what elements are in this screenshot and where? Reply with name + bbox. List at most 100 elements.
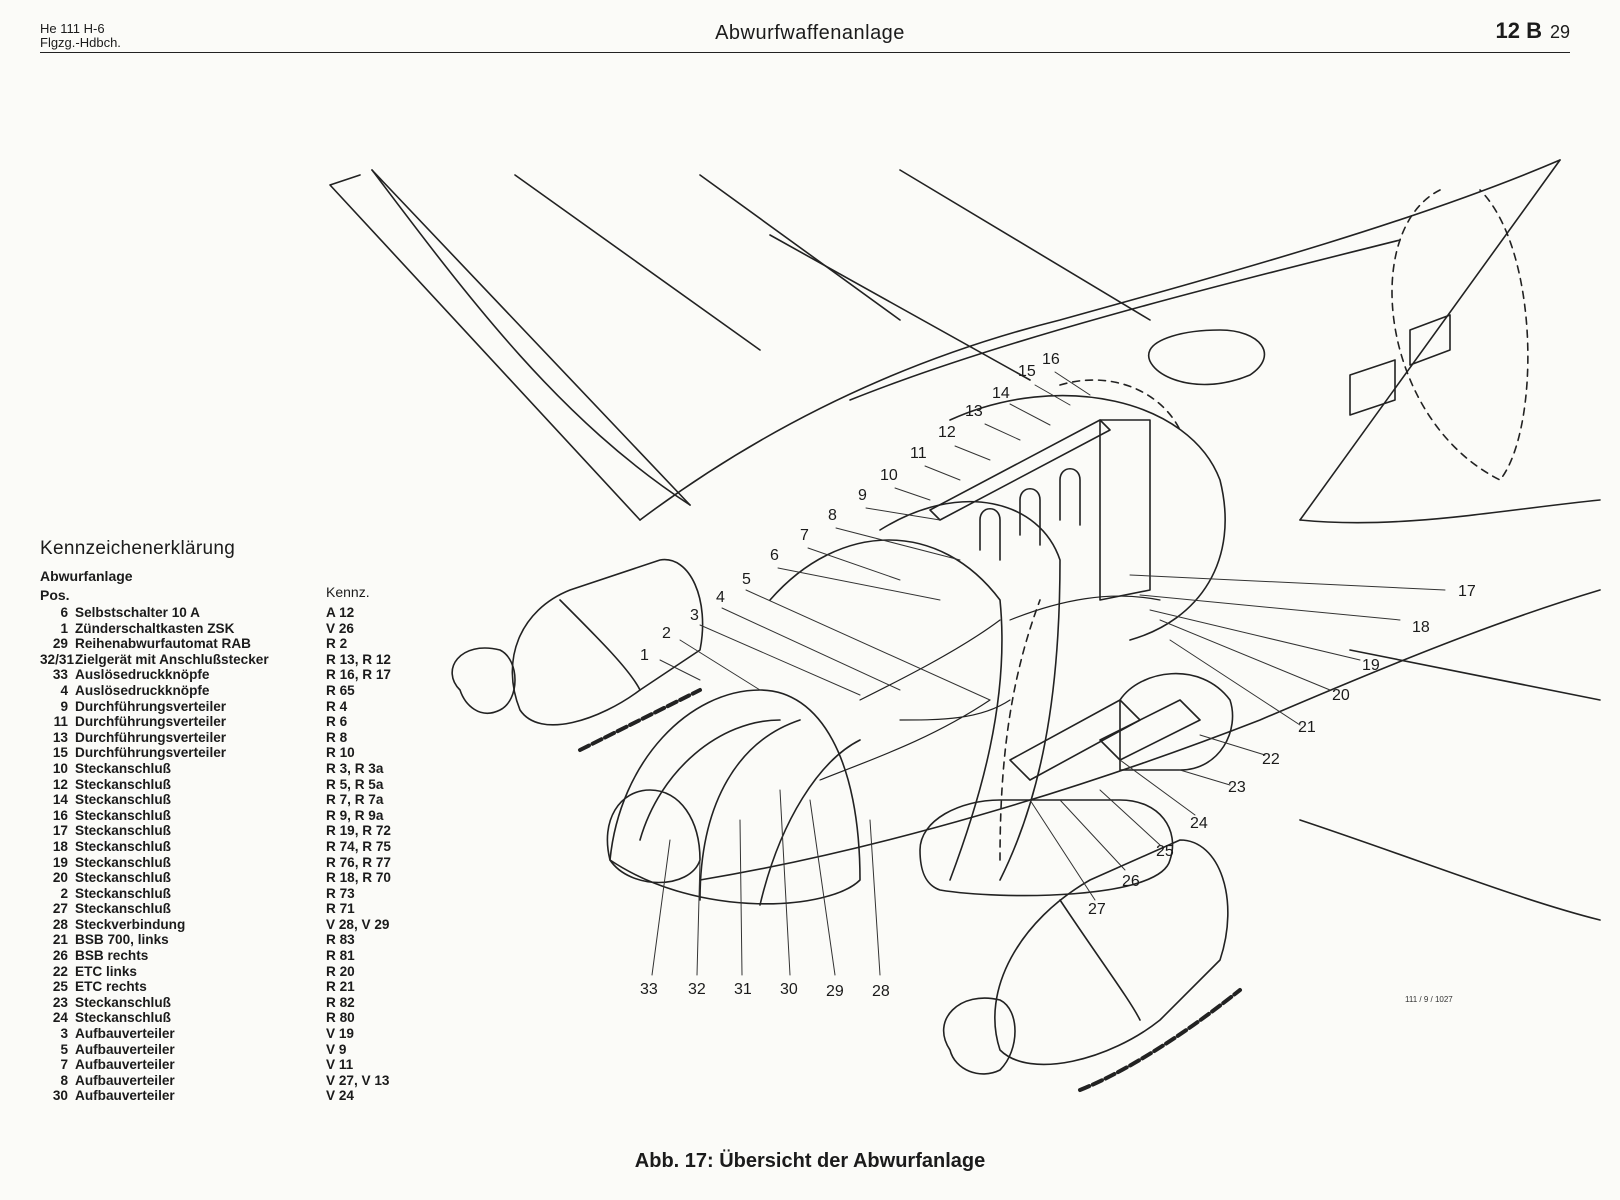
legend-pos: 7: [60, 1057, 68, 1073]
legend-pos: 26: [52, 948, 68, 964]
left-engine-nacelle: [511, 558, 704, 726]
legend-code: R 4: [326, 698, 348, 714]
legend-code: R 2: [326, 636, 348, 652]
legend-pos: 33: [52, 667, 68, 683]
callout-22: 22: [1262, 751, 1280, 768]
legend-description: Steckanschluß: [75, 776, 171, 792]
legend-description: Steckanschluß: [75, 854, 171, 870]
left-wing-flap-line: [514, 174, 901, 351]
callout-23: 23: [1228, 779, 1246, 796]
right-wing-root: [1299, 499, 1601, 524]
legend-code: V 9: [326, 1041, 347, 1057]
legend-description: Steckanschluß: [75, 885, 171, 901]
right-propeller-spinner: [943, 997, 1016, 1075]
callout-28: 28: [872, 983, 890, 1000]
legend-description: Aufbauverteiler: [75, 1026, 175, 1042]
legend-description: Auslösedruckknöpfe: [75, 667, 210, 683]
leader-lines: [651, 371, 1446, 976]
legend-code: V 26: [326, 620, 354, 636]
legend-pos: 8: [60, 1072, 68, 1088]
legend-code: R 16, R 17: [326, 667, 391, 683]
callout-31: 31: [734, 981, 752, 998]
legend-code: R 82: [326, 994, 355, 1010]
legend-code: R 71: [326, 901, 355, 917]
legend-code: R 8: [326, 729, 348, 745]
callout-21: 21: [1298, 719, 1316, 736]
legend-code: R 81: [326, 948, 355, 964]
legend-code: R 80: [326, 1010, 355, 1026]
callout-32: 32: [688, 981, 706, 998]
figure-caption: Abb. 17: Übersicht der Abwurfanlage: [634, 1150, 986, 1172]
wiring-harness: [819, 595, 1161, 781]
callout-5: 5: [742, 571, 751, 588]
drawing-reference-number: 111 / 9 / 1027: [1405, 995, 1453, 1004]
legend-header-row: Pos. Kennz.: [40, 584, 370, 605]
legend-description: Zünderschaltkasten ZSK: [75, 620, 235, 636]
legend-row: 33 Auslösedruckknöpfe R 16, R 17: [40, 667, 391, 683]
cockpit-frame-mid: [879, 500, 1061, 881]
legend-code: R 6: [326, 714, 348, 730]
legend-pos: 20: [52, 870, 68, 886]
legend-code: R 5, R 5a: [326, 776, 384, 792]
bomb-carrier-right: [1099, 699, 1201, 761]
legend-code: V 24: [326, 1088, 354, 1104]
external-bomb-left: [919, 799, 1174, 897]
callout-20: 20: [1332, 687, 1350, 704]
legend-description: Durchführungsverteiler: [75, 729, 227, 745]
legend-description: Aufbauverteiler: [75, 1041, 175, 1057]
legend-code: V 11: [326, 1057, 354, 1073]
legend-panel: Kennzeichenerklärung Abwurfanlage Pos. K…: [40, 538, 391, 1104]
legend-description: Aufbauverteiler: [75, 1072, 175, 1088]
legend-pos: 21: [52, 932, 68, 948]
callout-6: 6: [770, 547, 779, 564]
legend-description: Durchführungsverteiler: [75, 745, 227, 761]
legend-pos: 14: [52, 792, 68, 808]
callout-15: 15: [1018, 363, 1036, 380]
legend-code: R 19, R 72: [326, 823, 391, 839]
legend-pos: 32/31: [40, 651, 75, 667]
nose-dome: [606, 789, 701, 884]
legend-code: R 18, R 70: [326, 870, 391, 886]
legend-pos: 22: [52, 963, 68, 979]
bomb-cell-3: [1059, 467, 1081, 526]
callout-19: 19: [1362, 657, 1380, 674]
callout-1: 1: [640, 647, 649, 664]
left-exhaust-stacks: [578, 688, 702, 752]
bomb-bay-dashed-ring: [999, 379, 1181, 861]
legend-pos: 23: [52, 994, 68, 1010]
legend-pos: 28: [52, 916, 68, 932]
left-wing-outline: [329, 169, 691, 521]
legend-code: R 3, R 3a: [326, 760, 384, 776]
legend-pos: 17: [52, 823, 68, 839]
callout-17: 17: [1458, 583, 1476, 600]
fuselage-top-line: [639, 159, 1561, 521]
legend-code: R 7, R 7a: [326, 792, 384, 808]
header-manual-name: Flgzg.-Hdbch.: [40, 35, 121, 50]
legend-pos-header: Pos.: [40, 587, 70, 603]
right-wing-leading-edge: [1299, 819, 1601, 921]
cockpit-glazing-frame-c: [759, 739, 861, 906]
cockpit-glazing-frame-a: [639, 719, 781, 841]
callout-2: 2: [662, 625, 671, 642]
legend-code: R 9, R 9a: [326, 807, 384, 823]
